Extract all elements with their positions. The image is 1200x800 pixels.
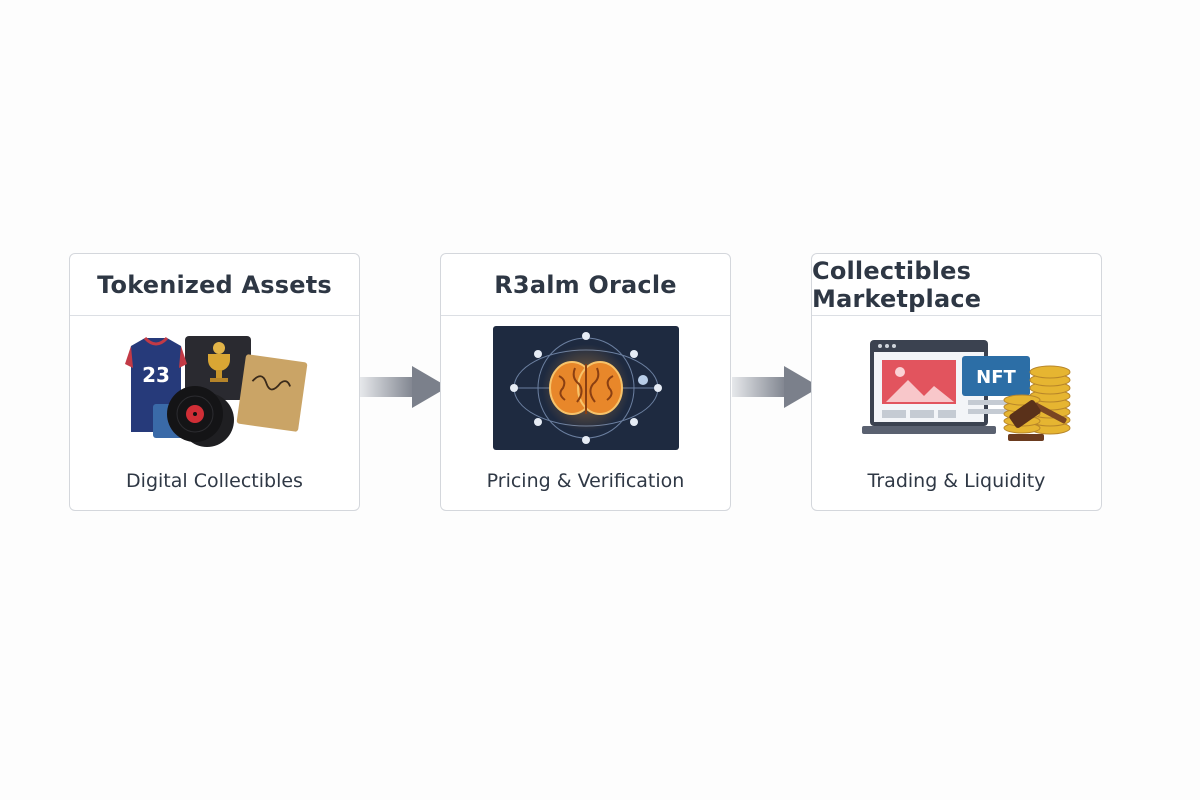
- arrow-right-icon: [360, 366, 448, 408]
- card-r3alm-oracle: R3alm Oracle: [440, 253, 731, 511]
- card-title: R3alm Oracle: [441, 254, 730, 316]
- collectibles-icon: 23: [124, 336, 307, 447]
- marketplace-icon: NFT: [861, 340, 1070, 441]
- nft-badge: NFT: [976, 367, 1016, 388]
- card-collectibles-marketplace: Collectibles Marketplace NFT: [811, 253, 1102, 511]
- card-title: Tokenized Assets: [70, 254, 359, 316]
- brain-network-icon: [492, 326, 679, 450]
- card-caption: Trading & Liquidity: [867, 470, 1046, 492]
- card-caption: Digital Collectibles: [126, 470, 303, 492]
- card-title: Collectibles Marketplace: [812, 254, 1101, 316]
- arrow-right-icon: [732, 366, 820, 408]
- card-tokenized-assets: Tokenized Assets 23 Digita: [69, 253, 360, 511]
- card-caption: Pricing & Verification: [486, 470, 685, 492]
- jersey-number: 23: [142, 363, 170, 387]
